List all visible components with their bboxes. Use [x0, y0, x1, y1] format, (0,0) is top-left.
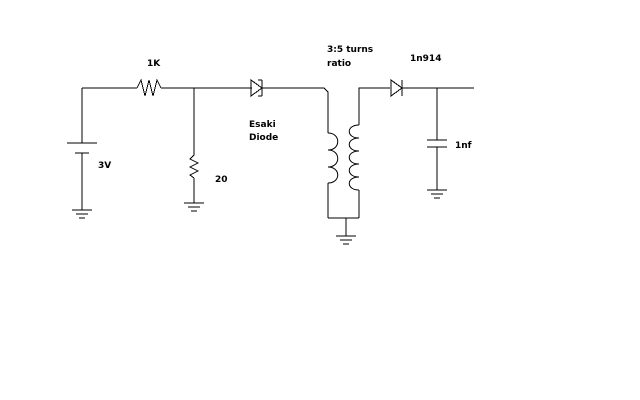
ground-symbol-battery — [72, 209, 92, 219]
capacitor-label: 1nf — [455, 141, 472, 151]
capacitor-1nf — [427, 88, 447, 190]
diode-1n914-label: 1n914 — [410, 54, 441, 64]
resistor-20 — [188, 88, 200, 203]
wire-diode-to-primary — [262, 87, 329, 133]
battery-3v — [67, 88, 97, 210]
ground-symbol-shunt — [184, 202, 204, 212]
resistor-1k-label: 1K — [147, 59, 161, 69]
resistor-1k — [136, 78, 162, 97]
battery-label: 3V — [98, 161, 111, 171]
transformer-primary-coil — [327, 132, 339, 184]
resistor-20-label: 20 — [215, 175, 228, 185]
transformer-label-line1: 3:5 turns — [327, 45, 373, 55]
esaki-diode-label-line2: Diode — [249, 133, 278, 143]
esaki-diode — [250, 79, 263, 97]
transformer-label-line2: ratio — [327, 59, 351, 69]
transformer-secondary-coil — [348, 124, 360, 191]
ground-symbol-capacitor — [427, 189, 447, 199]
transformer — [327, 124, 360, 236]
ground-symbol-transformer — [336, 235, 356, 245]
wire-secondary-to-diode — [358, 87, 390, 125]
esaki-diode-label-line1: Esaki — [249, 120, 276, 130]
diode-1n914 — [390, 79, 403, 97]
